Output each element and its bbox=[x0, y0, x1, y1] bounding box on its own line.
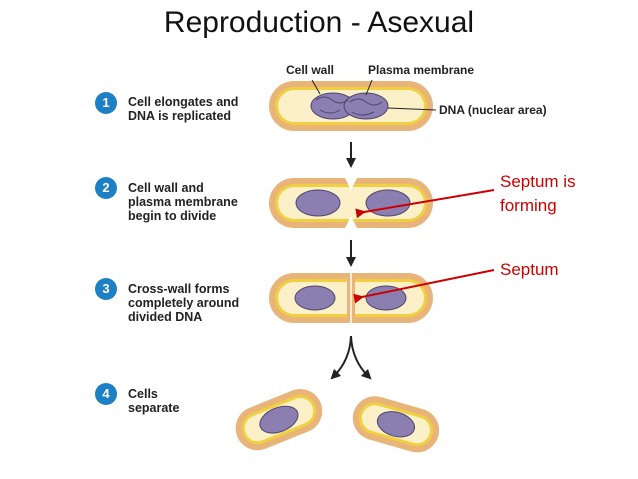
cell-step-2 bbox=[269, 178, 433, 228]
step-3-text: Cross-wall forms completely around divid… bbox=[128, 282, 240, 324]
septum-forming-annotation: Septum is forming bbox=[500, 172, 576, 215]
step-4-badge: 4 bbox=[95, 383, 117, 405]
step-3-badge: 3 bbox=[95, 278, 117, 300]
dna-cluster bbox=[259, 405, 299, 434]
septum-arrow bbox=[353, 269, 495, 304]
dna-cluster bbox=[376, 411, 416, 438]
cell-wall-pointer bbox=[311, 79, 321, 95]
cell-wall-label: Cell wall bbox=[286, 63, 335, 77]
cell-step-4-left bbox=[235, 389, 323, 451]
split-arrow-right bbox=[350, 335, 372, 380]
split-arrow-left bbox=[330, 335, 352, 380]
plasma-membrane-pointer bbox=[365, 79, 373, 96]
septum-annotation: Septum bbox=[500, 260, 559, 279]
septum-forming-arrow bbox=[355, 189, 495, 219]
step-2-badge: 2 bbox=[95, 177, 117, 199]
dna-cluster bbox=[294, 285, 336, 311]
dna-pointer bbox=[387, 107, 437, 111]
step-1-text: Cell elongates and DNA is replicated bbox=[128, 95, 239, 123]
step-1-badge: 1 bbox=[95, 92, 117, 114]
dna-cluster bbox=[365, 189, 411, 217]
cell-step-4-right bbox=[352, 396, 440, 453]
page-title: Reproduction - Asexual bbox=[163, 6, 475, 39]
dna-label: DNA (nuclear area) bbox=[439, 103, 547, 117]
cell-step-3 bbox=[269, 273, 433, 323]
plasma-membrane-label: Plasma membrane bbox=[368, 63, 475, 77]
cell-step-1 bbox=[269, 81, 433, 131]
dna-cluster bbox=[295, 189, 341, 217]
step-4-text: Cells separate bbox=[128, 387, 180, 415]
dna-cluster bbox=[310, 92, 389, 120]
dna-cluster bbox=[365, 285, 407, 311]
step-2-text: Cell wall and plasma membrane begin to d… bbox=[128, 181, 238, 223]
